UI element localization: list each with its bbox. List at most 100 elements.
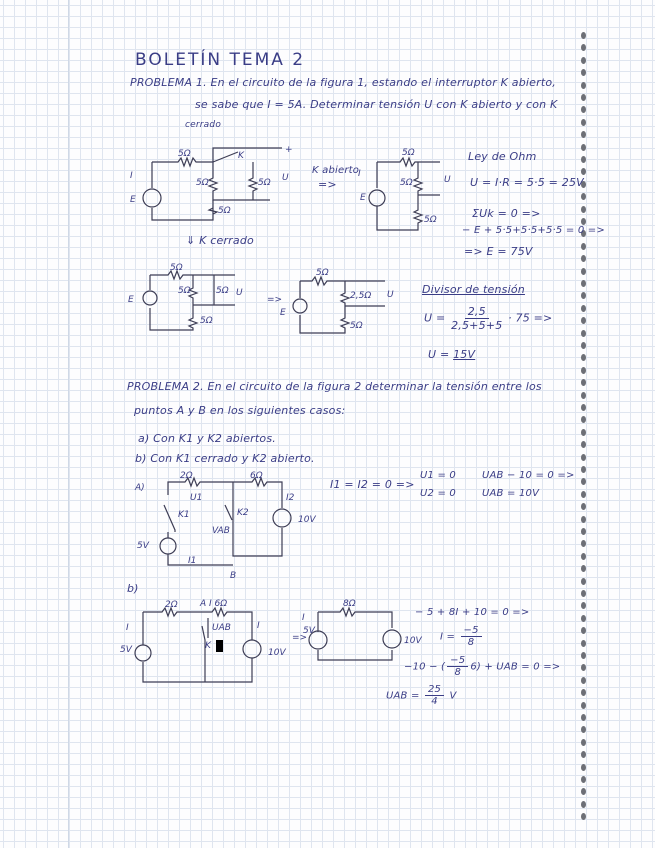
svg-text:8Ω: 8Ω <box>343 599 356 609</box>
svg-text:B: B <box>230 571 236 581</box>
svg-text:K: K <box>238 151 245 161</box>
svg-text:E: E <box>128 295 134 305</box>
spiral-hole <box>581 56 586 64</box>
svg-text:=>: => <box>292 633 307 643</box>
spiral-hole <box>581 639 586 647</box>
den: 2,5+5+5 <box>451 319 503 332</box>
spiral-hole <box>581 614 586 622</box>
num: 2,5 <box>464 305 489 319</box>
svg-text:5V: 5V <box>120 645 133 655</box>
svg-text:UAB: UAB <box>212 623 231 633</box>
svg-text:I: I <box>257 621 260 631</box>
spiral-hole <box>581 81 586 89</box>
svg-text:5Ω: 5Ω <box>218 206 231 216</box>
num: −5 <box>447 655 469 667</box>
den: 8 <box>467 637 475 648</box>
svg-text:5Ω: 5Ω <box>350 321 363 331</box>
unit: V <box>449 690 457 702</box>
den: 8 <box>454 667 462 678</box>
spiral-hole <box>581 317 586 325</box>
svg-text:K2: K2 <box>237 508 249 518</box>
lhs: I = <box>440 631 456 643</box>
svg-text:5Ω: 5Ω <box>200 316 213 326</box>
spiral-hole <box>581 391 586 399</box>
svg-text:I: I <box>126 623 129 633</box>
spiral-hole <box>581 788 586 796</box>
spiral-hole <box>581 106 586 114</box>
spiral-hole <box>581 280 586 287</box>
lhs: UAB = <box>386 690 420 702</box>
spiral-hole <box>581 776 586 783</box>
spiral-hole <box>581 205 586 213</box>
e-result: => E = 75V <box>464 245 533 258</box>
svg-text:5Ω: 5Ω <box>424 215 437 225</box>
svg-text:10V: 10V <box>404 636 422 646</box>
spiral-hole <box>581 168 586 176</box>
a-res1: UAB − 10 = 0 => <box>482 470 575 481</box>
svg-text:E: E <box>130 195 136 205</box>
spiral-hole <box>581 428 586 436</box>
spiral-hole <box>581 304 586 312</box>
svg-text:5Ω: 5Ω <box>402 148 415 158</box>
num: −5 <box>460 625 482 637</box>
svg-text:K: K <box>205 641 212 651</box>
spiral-hole <box>581 180 586 188</box>
spiral-hole <box>581 267 586 275</box>
arrow: => <box>318 178 337 191</box>
svg-text:2,5Ω: 2,5Ω <box>350 291 371 301</box>
spiral-hole <box>581 441 586 449</box>
problem1-line: cerrado <box>185 120 222 130</box>
spiral-hole <box>581 292 586 300</box>
svg-text:I2: I2 <box>286 493 295 503</box>
svg-text:I: I <box>302 613 305 623</box>
k-open-label: K abierto <box>312 165 360 176</box>
spiral-hole <box>581 528 586 535</box>
svg-text:=>: => <box>267 295 282 305</box>
svg-text:5Ω: 5Ω <box>316 268 329 278</box>
den: 4 <box>431 696 438 707</box>
spiral-hole <box>581 602 586 610</box>
svg-text:I1: I1 <box>188 556 196 566</box>
page-title: BOLETÍN TEMA 2 <box>135 50 306 70</box>
a-case: U1 = 0 <box>420 470 456 481</box>
num: 25 <box>424 684 445 696</box>
svg-text:6Ω: 6Ω <box>250 471 263 481</box>
svg-text:U: U <box>236 288 243 298</box>
problem1-line: se sabe que I = 5A. Determinar tensión U… <box>195 98 558 111</box>
k-closed-label: ⇓ K cerrado <box>186 234 254 247</box>
lhs: U = <box>428 348 450 361</box>
spiral-hole <box>581 515 586 523</box>
svg-text:VAB: VAB <box>212 526 230 536</box>
label: 5Ω <box>178 149 191 159</box>
b-label: b) <box>127 582 139 595</box>
spiral-hole <box>581 404 586 411</box>
case-b: b) Con K1 cerrado y K2 abierto. <box>135 452 315 465</box>
spiral-hole <box>581 627 586 635</box>
svg-text:U1: U1 <box>190 493 202 503</box>
spiral-hole <box>581 366 586 374</box>
svg-text:I: I <box>130 171 133 181</box>
spiral-hole <box>581 242 586 250</box>
spiral-hole <box>581 44 586 52</box>
spiral-hole <box>581 329 586 337</box>
svg-text:5Ω: 5Ω <box>170 263 183 273</box>
spiral-hole <box>581 664 586 672</box>
case-a: a) Con K1 y K2 abiertos. <box>138 432 276 445</box>
svg-text:2Ω: 2Ω <box>165 600 178 610</box>
spiral-hole <box>581 590 586 597</box>
spiral-hole <box>581 714 586 721</box>
spiral-hole <box>581 255 586 263</box>
svg-text:5Ω: 5Ω <box>196 178 209 188</box>
spiral-hole <box>581 800 586 808</box>
ohm-title: Ley de Ohm <box>468 150 537 163</box>
svg-text:5Ω: 5Ω <box>216 286 229 296</box>
spiral-hole <box>581 726 586 734</box>
problem2-line: PROBLEMA 2. En el circuito de la figura … <box>127 380 542 393</box>
